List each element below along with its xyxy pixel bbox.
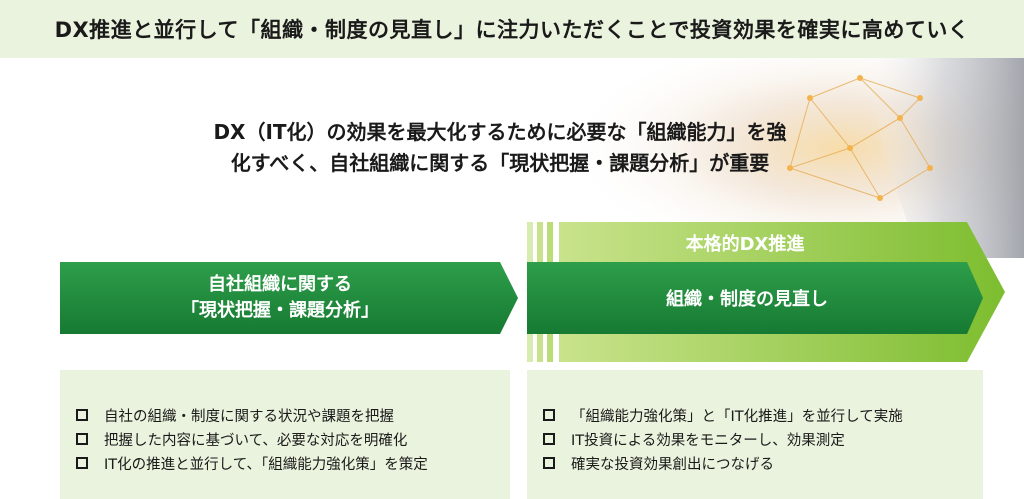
- checkbox-bullet-icon: [543, 433, 555, 445]
- list-item: 把握した内容に基づいて、必要な対応を明確化: [76, 427, 428, 451]
- right-detail-box: 「組織能力強化策」と「IT化推進」を並行して実施 IT投資による効果をモニターし…: [527, 370, 983, 499]
- list-item: 自社の組織・制度に関する状況や課題を把握: [76, 403, 428, 427]
- checkbox-bullet-icon: [76, 433, 88, 445]
- list-item: IT化の推進と並行して、「組織能力強化策」を策定: [76, 451, 428, 475]
- page-title: DX推進と並行して「組織・制度の見直し」に注力いただくことで投資効果を確実に高め…: [0, 0, 1024, 58]
- checkbox-bullet-icon: [76, 409, 88, 421]
- list-item: 確実な投資効果創出につなげる: [543, 451, 903, 475]
- checkbox-bullet-icon: [76, 457, 88, 469]
- step-current-state-analysis: 自社組織に関する 「現状把握・課題分析」: [60, 262, 518, 334]
- step-full-scale-dx-arrow: [527, 222, 1005, 362]
- lead-line-2: 化すべく、自社組織に関する「現状把握・課題分析」が重要: [230, 151, 770, 175]
- full-scale-dx-tag: 本格的DX推進: [685, 234, 805, 255]
- list-item: 「組織能力強化策」と「IT化推進」を並行して実施: [543, 403, 903, 427]
- list-item: IT投資による効果をモニターし、効果測定: [543, 427, 903, 451]
- lead-message: DX（IT化）の効果を最大化するために必要な「組織能力」を強 化すべく、自社組織…: [160, 117, 840, 179]
- checkbox-bullet-icon: [543, 457, 555, 469]
- step-left-line-1: 自社組織に関する: [208, 274, 352, 295]
- checkbox-bullet-icon: [543, 409, 555, 421]
- left-detail-box: 自社の組織・制度に関する状況や課題を把握 把握した内容に基づいて、必要な対応を明…: [60, 370, 510, 499]
- lead-line-1: DX（IT化）の効果を最大化するために必要な「組織能力」を強: [213, 120, 787, 144]
- step-left-line-2: 「現状把握・課題分析」: [181, 300, 379, 321]
- step-organization-review: 組織・制度の見直し: [666, 289, 828, 310]
